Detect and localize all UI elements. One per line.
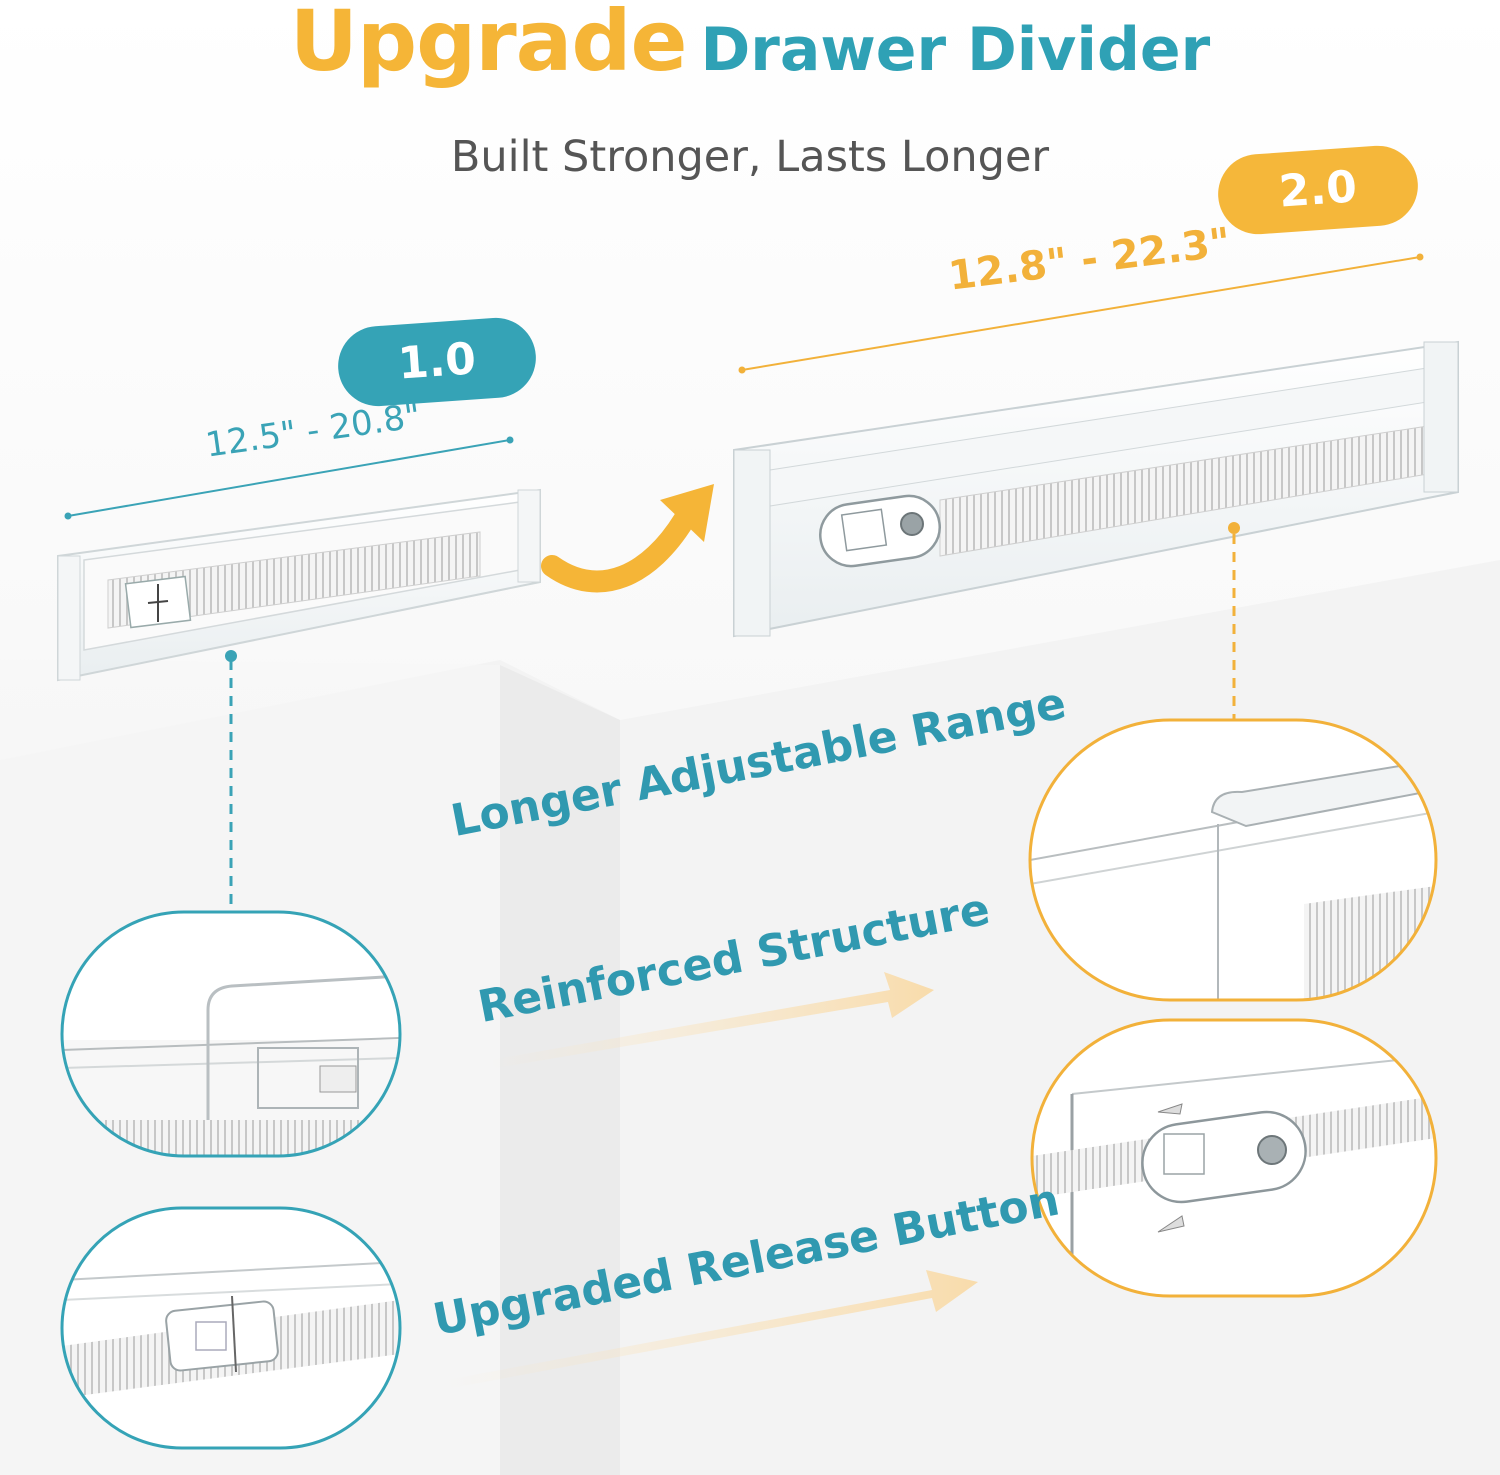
- v2-structure-zoom: [1028, 718, 1438, 1002]
- v1-structure-zoom: [60, 910, 402, 1158]
- v2-callout-line: [1228, 522, 1240, 735]
- v1-callout-line: [225, 650, 237, 915]
- v2-dimension-line: [738, 253, 1424, 374]
- v1-divider-image: [57, 488, 541, 682]
- version-badge-v1: 1.0: [335, 315, 539, 409]
- page-subtitle: Built Stronger, Lasts Longer: [450, 132, 1050, 182]
- title-text: Drawer Divider: [700, 15, 1211, 85]
- v2-release-button-zoom: [1030, 1018, 1438, 1298]
- title-highlight: Upgrade: [289, 0, 688, 90]
- v2-divider-image: [733, 340, 1459, 638]
- version-badge-v2: 2.0: [1215, 143, 1421, 237]
- v1-release-button-zoom: [60, 1206, 402, 1450]
- upgrade-arrow-icon: [541, 484, 714, 593]
- feature-arrow-icon: [446, 972, 978, 1388]
- v1-dimension-line: [64, 436, 514, 520]
